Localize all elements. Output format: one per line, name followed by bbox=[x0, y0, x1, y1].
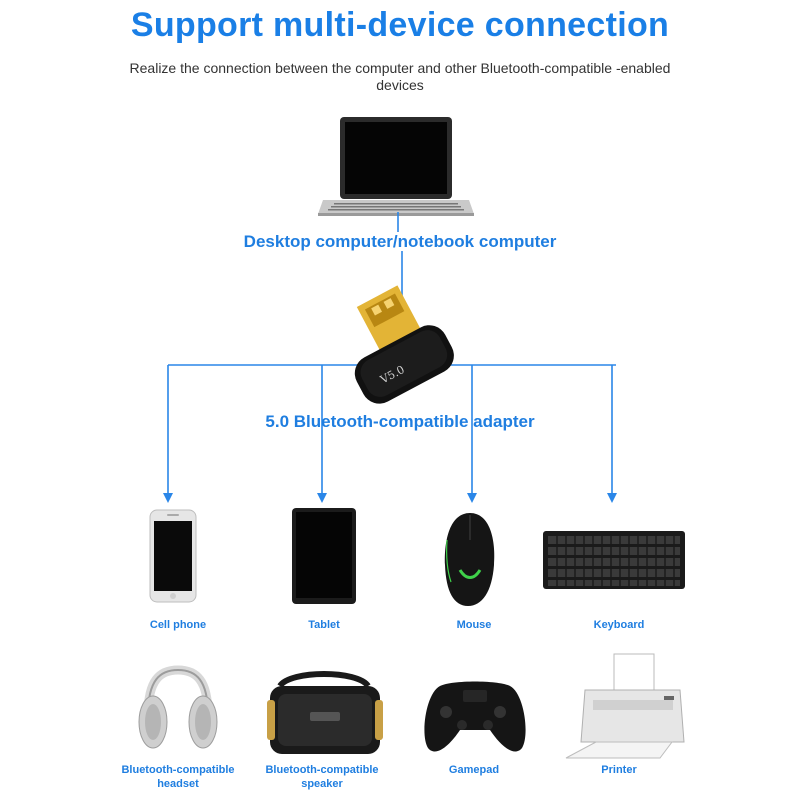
keyboard-icon bbox=[543, 531, 685, 589]
device-label-tablet: Tablet bbox=[259, 618, 389, 632]
device-label-speaker: Bluetooth-compatible speaker bbox=[257, 763, 387, 791]
printer-icon bbox=[566, 654, 684, 758]
gamepad-icon bbox=[424, 682, 525, 752]
adapter-label: 5.0 Bluetooth-compatible adapter bbox=[0, 412, 800, 432]
cell-phone-icon bbox=[150, 510, 196, 602]
speaker-icon bbox=[267, 674, 383, 754]
bluetooth-adapter-icon: V5.0 bbox=[326, 276, 460, 409]
device-label-mouse: Mouse bbox=[409, 618, 539, 632]
device-label-headset: Bluetooth-compatible headset bbox=[113, 763, 243, 791]
device-label-gamepad: Gamepad bbox=[409, 763, 539, 777]
mouse-icon bbox=[445, 513, 494, 606]
laptop-icon bbox=[318, 117, 474, 216]
device-label-cell-phone: Cell phone bbox=[113, 618, 243, 632]
device-label-printer: Printer bbox=[554, 763, 684, 777]
laptop-label: Desktop computer/notebook computer bbox=[0, 232, 800, 252]
device-label-keyboard: Keyboard bbox=[554, 618, 684, 632]
headset-icon bbox=[139, 670, 217, 748]
tablet-icon bbox=[292, 508, 356, 604]
